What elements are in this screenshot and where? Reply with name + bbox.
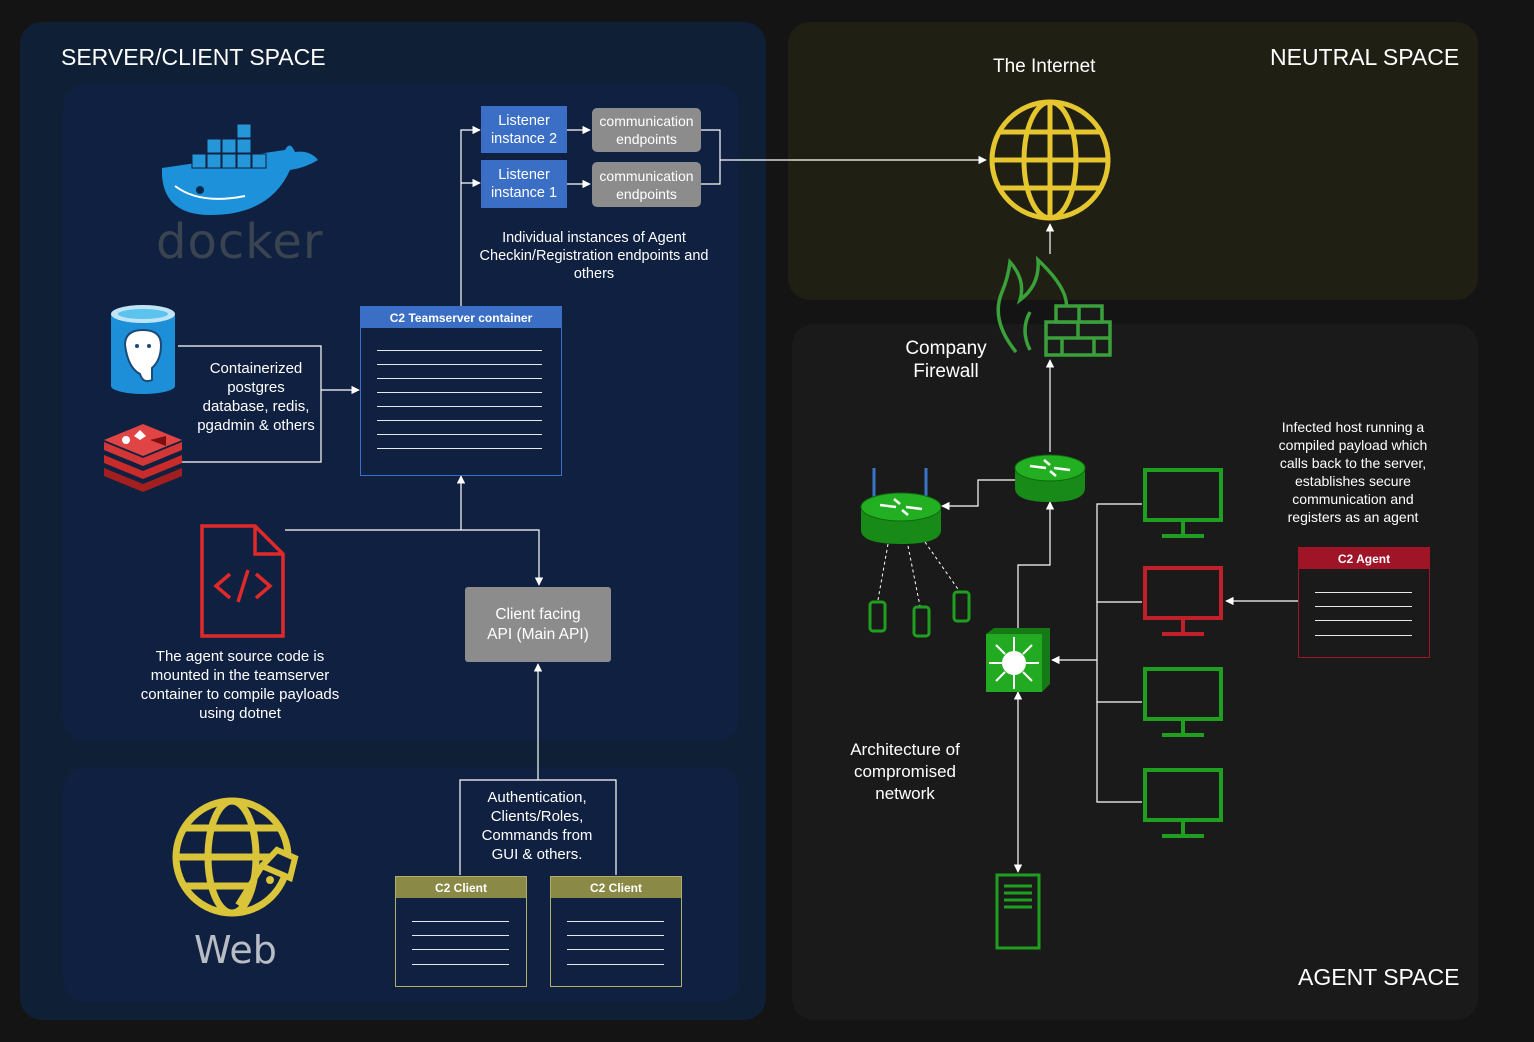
c2-agent-header: C2 Agent xyxy=(1299,548,1429,569)
router-icon xyxy=(1014,454,1086,502)
c2-agent[interactable]: C2 Agent xyxy=(1298,547,1430,658)
postgres-icon xyxy=(111,305,175,394)
docker-logo-text: docker xyxy=(156,214,324,270)
c2-client-2[interactable]: C2 Client xyxy=(550,876,682,987)
listener-instance-2[interactable]: Listener instance 2 xyxy=(481,106,567,153)
internet-label: The Internet xyxy=(993,56,1096,77)
agent-space-panel xyxy=(792,324,1478,1020)
source-code-note: The agent source code is mounted in the … xyxy=(140,648,340,722)
web-logo-text: Web xyxy=(194,928,277,972)
mobile-icon xyxy=(868,590,971,638)
architecture-note: Architecture of compromised network xyxy=(850,740,960,803)
communication-endpoints-2[interactable]: communication endpoints xyxy=(592,108,701,152)
neutral-heading: NEUTRAL SPACE xyxy=(1270,44,1460,70)
teamserver-header: C2 Teamserver container xyxy=(361,307,561,328)
firewall-icon xyxy=(996,255,1112,357)
redis-icon xyxy=(104,424,182,492)
listener-instance-1-label: Listener instance 1 xyxy=(490,167,558,201)
communication-endpoints-1[interactable]: communication endpoints xyxy=(592,162,701,207)
c2-teamserver-container[interactable]: C2 Teamserver container xyxy=(360,306,562,476)
pen-tool-icon xyxy=(235,846,299,907)
communication-endpoints-1-label: communication endpoints xyxy=(599,167,694,202)
docker-whale-icon xyxy=(162,123,318,215)
infected-host-note: Infected host running a compiled payload… xyxy=(1278,419,1428,525)
server-icon xyxy=(995,873,1041,950)
auth-note: Authentication, Clients/Roles, Commands … xyxy=(460,780,614,872)
server-client-heading: SERVER/CLIENT SPACE xyxy=(61,44,326,70)
wireless-router-icon xyxy=(860,468,942,544)
agent-heading: AGENT SPACE xyxy=(1298,964,1460,990)
client-facing-api[interactable]: Client facing API (Main API) xyxy=(465,587,611,662)
auth-note-text: Authentication, Clients/Roles, Commands … xyxy=(481,789,593,863)
database-note: Containerized postgres database, redis, … xyxy=(197,360,315,434)
listener-note: Individual instances of Agent Checkin/Re… xyxy=(479,230,709,282)
globe-icon xyxy=(989,99,1111,221)
c2-client-1-header: C2 Client xyxy=(396,877,526,898)
listener-instance-2-label: Listener instance 2 xyxy=(490,112,558,147)
code-file-icon xyxy=(200,524,285,638)
c2-client-2-header: C2 Client xyxy=(551,877,681,898)
switch-icon xyxy=(986,628,1050,692)
listener-instance-1[interactable]: Listener instance 1 xyxy=(481,160,567,208)
neutral-space-panel xyxy=(788,22,1478,300)
c2-client-1[interactable]: C2 Client xyxy=(395,876,527,987)
firewall-label: Company Firewall xyxy=(905,338,987,382)
monitor-icon xyxy=(1143,468,1223,838)
communication-endpoints-2-label: communication endpoints xyxy=(599,113,694,147)
client-facing-api-label: Client facing API (Main API) xyxy=(487,605,589,643)
